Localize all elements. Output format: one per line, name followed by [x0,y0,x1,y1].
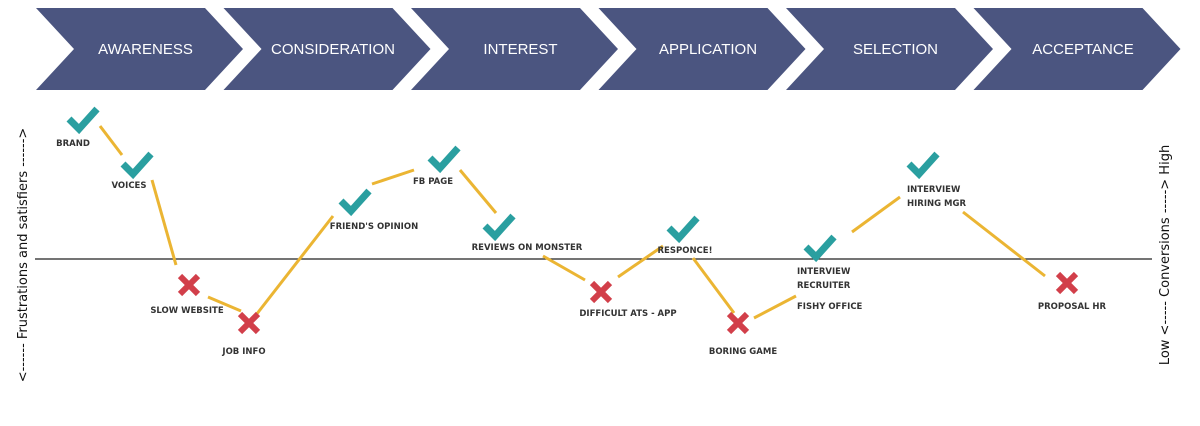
stage-awareness: AWARENESS [36,8,243,90]
stage-acceptance: ACCEPTANCE [973,8,1181,90]
stage-label: CONSIDERATION [271,41,395,58]
stage-consideration: CONSIDERATION [223,8,431,90]
touchpoint: PROPOSAL HR [1038,271,1107,312]
check-icon [427,145,461,174]
path-segment [691,257,736,314]
check-icon [803,234,837,263]
touchpoint: JOB INFO [221,311,266,357]
touchpoint: FRIEND'S OPINION [330,188,418,232]
cross-icon [237,311,261,335]
path-segment [962,210,1046,278]
path-segment [150,179,178,266]
touchpoint: VOICES [112,151,154,191]
check-icon [120,151,154,180]
touchpoint-label: REVIEWS ON MONSTER [472,243,583,253]
touchpoint-label: RECRUITER [797,281,851,291]
stage-selection: SELECTION [786,8,993,90]
chevron-shape [973,8,1181,90]
touchpoint-label: BRAND [56,139,90,149]
touchpoint-label: FISHY OFFICE [797,302,863,312]
touchpoint-label: VOICES [112,181,147,191]
cross-icon [1055,271,1079,295]
stage-label: ACCEPTANCE [1032,41,1133,58]
touchpoint-label: JOB INFO [221,347,265,357]
chevron-shape [223,8,431,90]
path-segment [617,244,664,279]
check-icon [906,151,940,180]
check-icon [338,188,372,217]
touchpoint-label: HIRING MGR [907,199,966,209]
touchpoint: DIFFICULT ATS - APP [579,280,677,319]
chevron-shape [36,8,243,90]
touchpoint-label: PROPOSAL HR [1038,302,1107,312]
touchpoints: BRAND VOICES SLOW WEBSITE JOB INFO FRIEND'S … [56,106,1107,357]
left-axis-label: <------ Frustrations and satisfiers ----… [16,128,31,383]
stage-label: APPLICATION [659,41,757,58]
cross-icon [589,280,613,304]
cross-icon [177,273,201,297]
check-icon [482,213,516,242]
cross-icon [726,311,750,335]
touchpoint: FISHY OFFICE [797,302,863,312]
chevron-shape [786,8,993,90]
check-icon [66,106,100,135]
path-segment [542,254,586,282]
stage-label: AWARENESS [98,41,193,58]
path-segment [254,215,335,316]
touchpoint: BORING GAME [709,311,777,357]
path-segment [371,168,415,186]
chevron-shape [411,8,618,90]
touchpoint: FB PAGE [413,145,461,187]
path-segment [207,295,242,313]
stage-chevrons: AWARENESS CONSIDERATION INTEREST APPLICATIO… [36,8,1181,90]
touchpoint: BRAND [56,106,100,149]
stage-application: APPLICATION [598,8,806,90]
check-icon [666,215,700,244]
touchpoint-label: DIFFICULT ATS - APP [579,309,676,319]
touchpoint-label: SLOW WEBSITE [150,306,224,316]
journey-path [98,125,1046,320]
touchpoint-label: INTERVIEW [797,267,851,277]
touchpoint-label: INTERVIEW [907,185,961,195]
touchpoint: RESPONCE! [658,215,713,256]
chevron-shape [598,8,806,90]
touchpoint: SLOW WEBSITE [150,273,224,316]
touchpoint-label: RESPONCE! [658,246,713,256]
path-segment [458,169,498,214]
stage-label: SELECTION [853,41,938,58]
path-segment [753,294,797,320]
touchpoint: INTERVIEW RECRUITER [797,234,851,291]
touchpoint: INTERVIEW HIRING MGR [906,151,966,209]
touchpoint-label: FB PAGE [413,177,453,187]
path-segment [851,195,901,234]
touchpoint: REVIEWS ON MONSTER [472,213,583,253]
stage-interest: INTEREST [411,8,618,90]
touchpoint-label: FRIEND'S OPINION [330,222,418,232]
path-segment [98,125,124,156]
right-axis-label: Low <----- Conversions -----> High [1158,145,1173,365]
touchpoint-label: BORING GAME [709,347,777,357]
stage-label: INTEREST [483,41,557,58]
